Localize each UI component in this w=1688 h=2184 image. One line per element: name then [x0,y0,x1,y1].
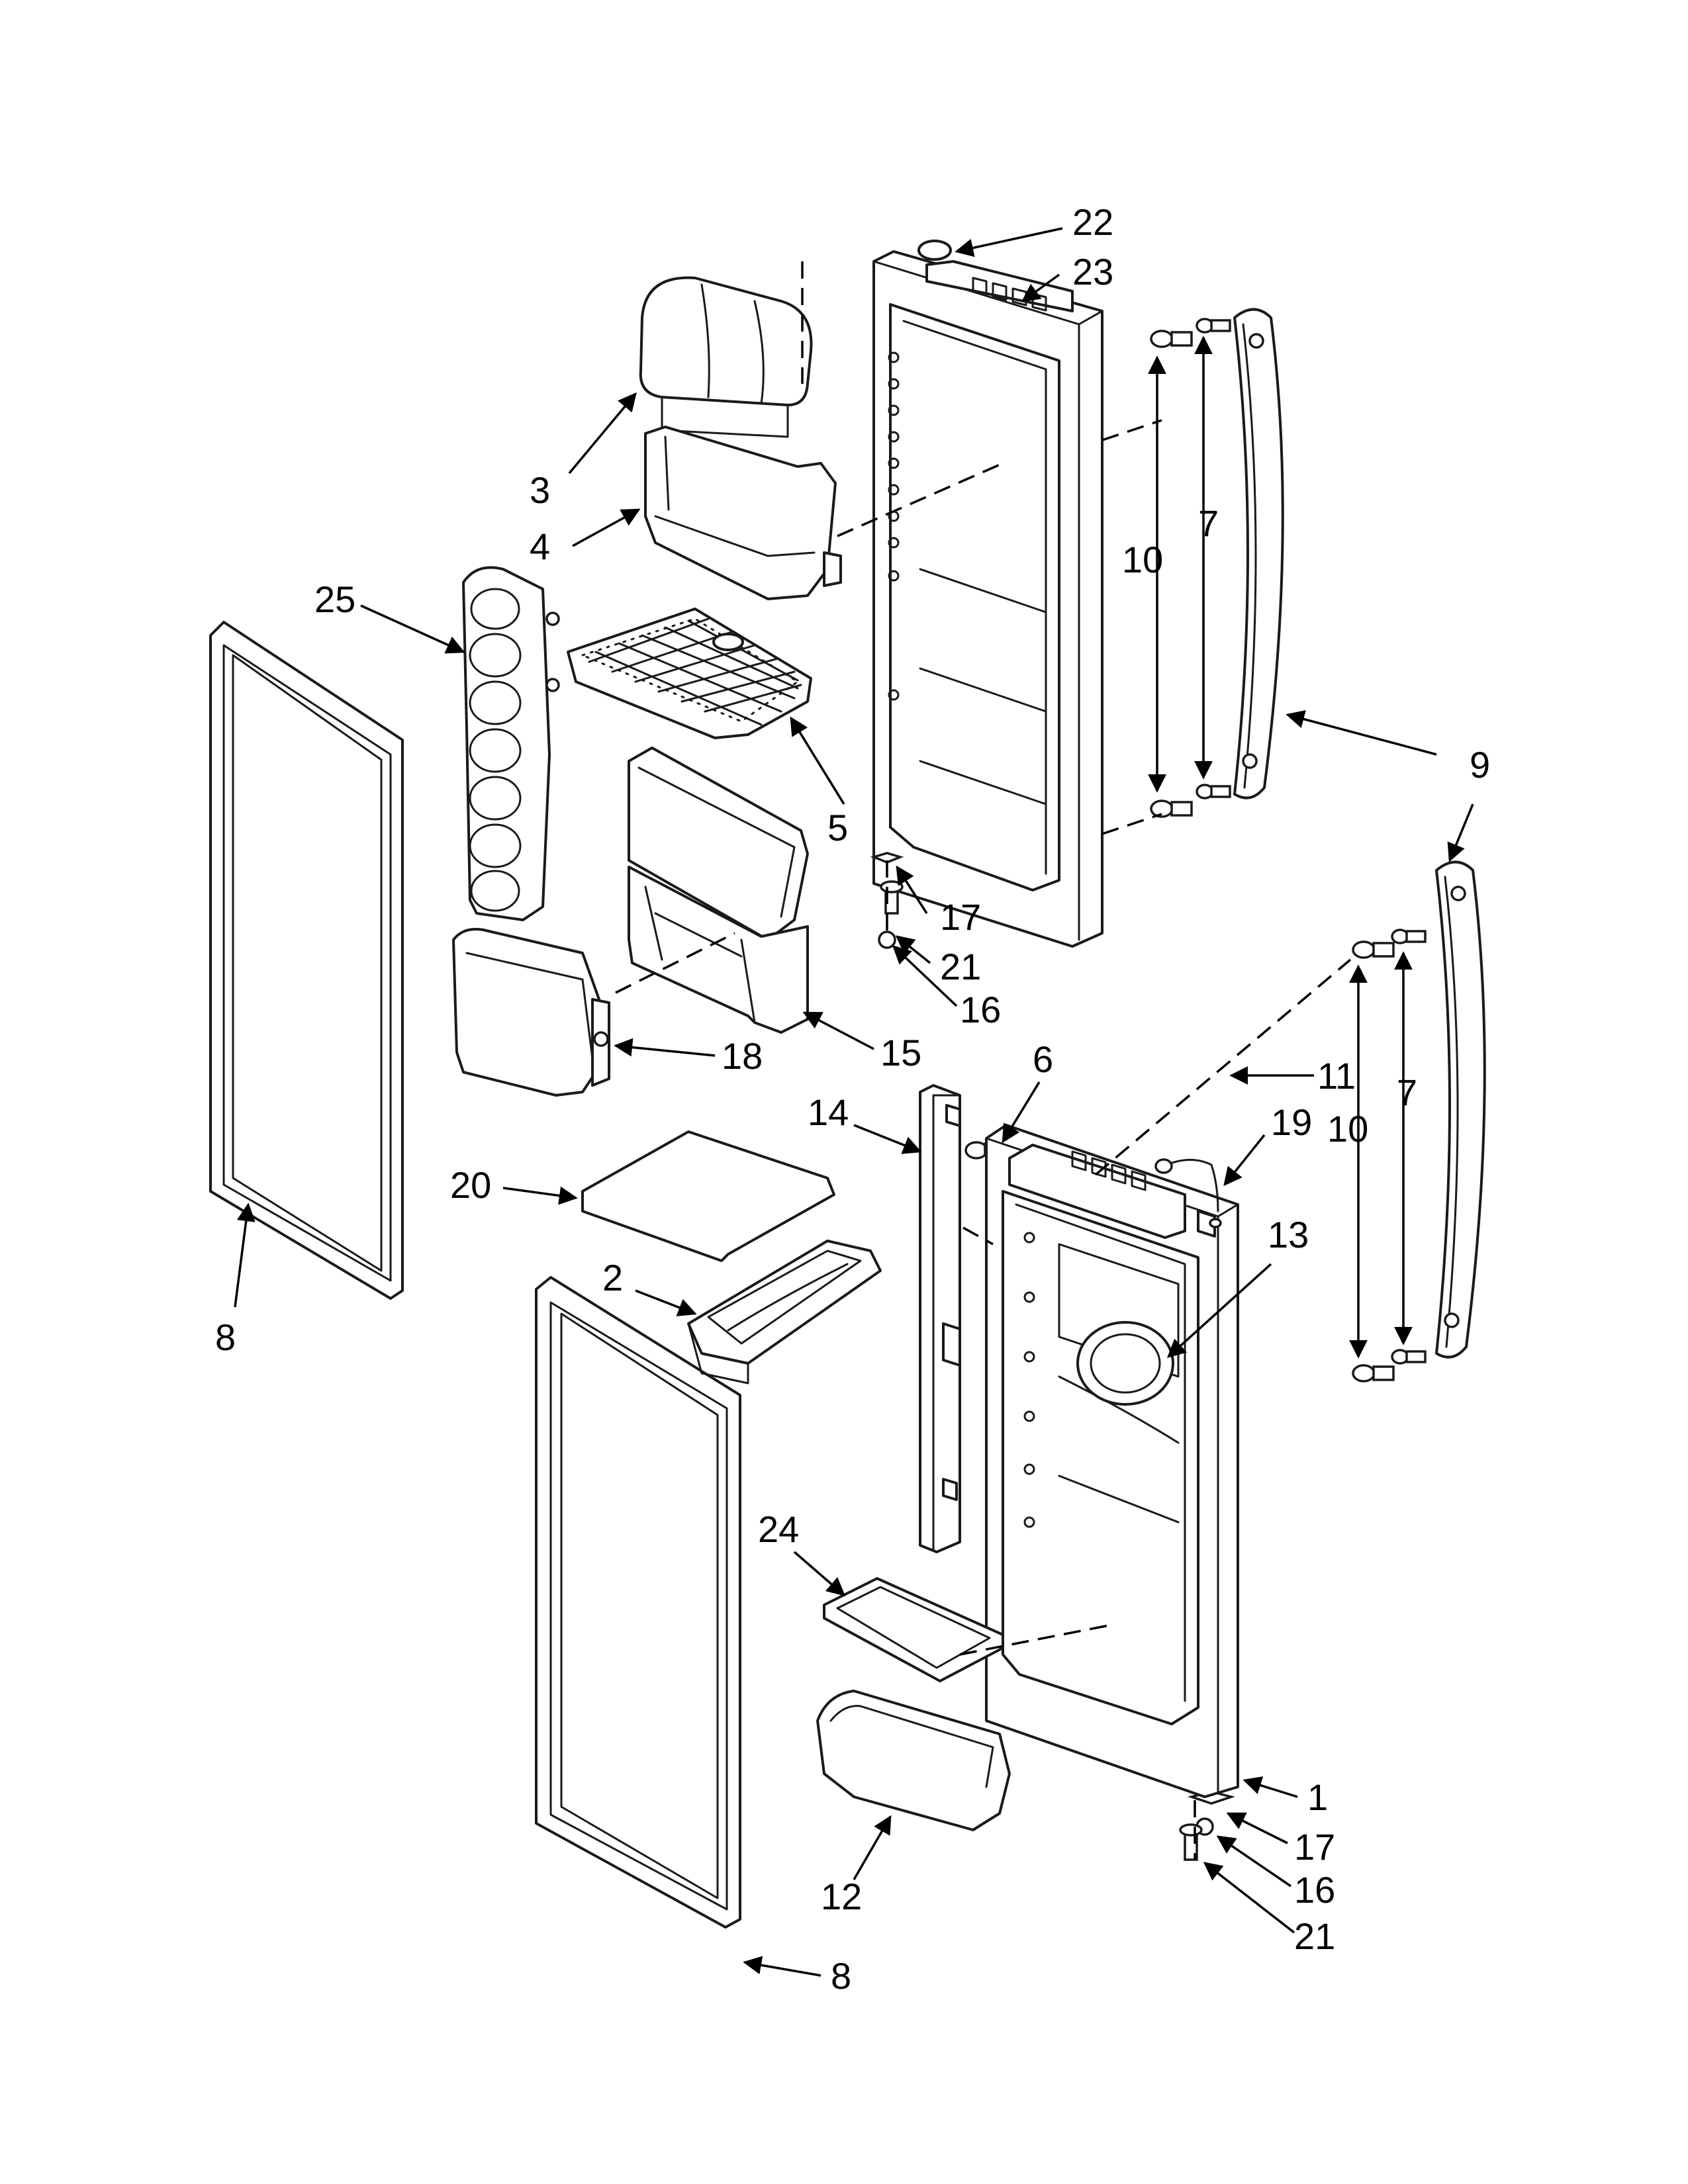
callout-25: 25 [314,578,355,620]
callout-1: 1 [1307,1776,1328,1818]
callout-3: 3 [530,469,550,511]
callout-6: 6 [1033,1038,1053,1080]
callout-15: 15 [880,1032,921,1073]
callout-7-upper: 7 [1198,502,1219,544]
mullion-divider [919,1084,961,1553]
callout-19: 19 [1271,1101,1312,1143]
shelf-grid [567,608,812,739]
hinge-hardware-lower [1179,1790,1236,1861]
callout-12: 12 [821,1876,862,1917]
callout-9-upper: 9 [1470,744,1490,786]
handle-screws-lower [1352,929,1427,1383]
callout-5: 5 [827,807,848,848]
door-cap [917,240,952,261]
callout-14: 14 [808,1091,849,1133]
callout-8-left: 8 [215,1316,236,1358]
handle-lower [1435,860,1486,1359]
callout-11: 11 [1317,1055,1356,1097]
callout-16-upper: 16 [960,989,1001,1030]
door-bin-upper [644,426,842,600]
assembly-lines [615,261,1352,1860]
door-bin-cover [639,276,813,438]
callout-16-lower: 16 [1294,1869,1335,1911]
callout-10-lower: 10 [1327,1108,1368,1150]
handle-screws-upper [1150,318,1231,818]
callout-13: 13 [1268,1214,1309,1255]
callout-24: 24 [758,1508,799,1550]
handle-upper [1233,308,1284,799]
water-fitting [1209,1218,1222,1228]
door-gasket-left [209,621,404,1300]
callout-18: 18 [722,1035,763,1077]
callout-23: 23 [1072,251,1113,293]
door-bin-lower [816,1690,1011,1831]
callout-22: 22 [1072,201,1113,243]
callout-10-upper: 10 [1122,539,1163,580]
callout-2: 2 [602,1257,623,1298]
crisper-shelf [823,1577,1004,1682]
water-tube [1154,1158,1219,1212]
callout-8-right: 8 [831,1955,851,1997]
callout-17-lower: 17 [1294,1826,1335,1868]
door-gasket-right [535,1276,741,1929]
dairy-bin [452,928,610,1097]
callout-labels: 22 23 3 4 25 10 7 5 9 17 21 16 15 18 6 1… [215,201,1490,1997]
leader-arrows [234,227,1474,1977]
door-bin-large [628,747,809,1034]
callout-17-upper: 17 [940,896,981,938]
callout-20: 20 [450,1164,491,1206]
door-bin-small [687,1240,882,1385]
callout-7-lower: 7 [1397,1071,1417,1113]
egg-tray [462,566,560,921]
callout-4: 4 [530,525,550,567]
callout-21-lower: 21 [1294,1915,1335,1957]
door-liner-lower [985,1124,1239,1798]
door-liner-upper [872,250,1103,948]
crisper-cover [581,1130,835,1262]
callout-21-upper: 21 [940,946,981,987]
